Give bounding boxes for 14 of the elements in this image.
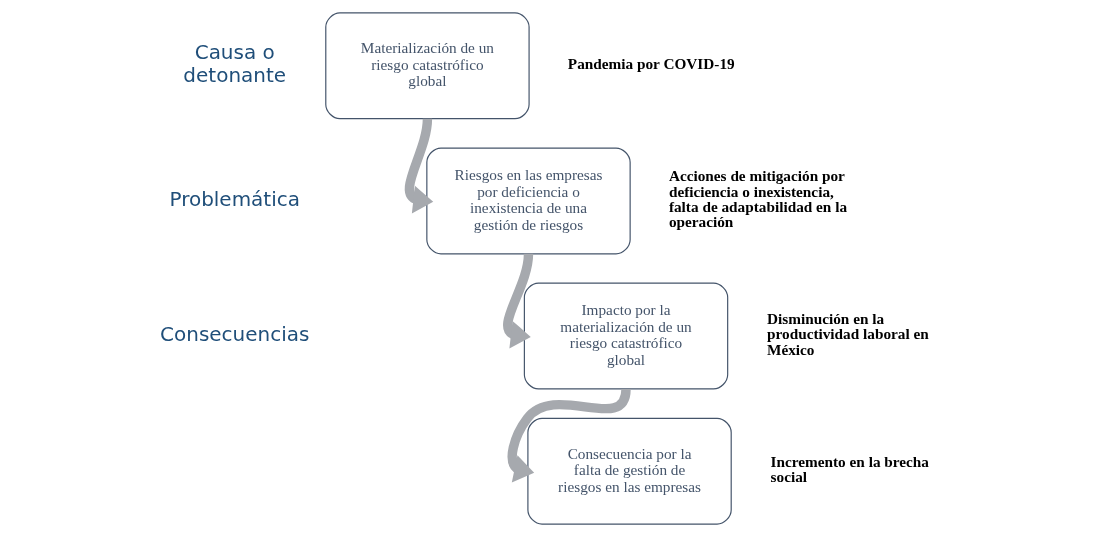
arrow xyxy=(502,253,533,349)
node-label: Incremento en la brecha social xyxy=(770,452,929,486)
node-label: Pandemia por COVID-19 xyxy=(567,54,735,72)
arrow xyxy=(507,388,631,483)
node-label: Disminución en la productividad laboral en México xyxy=(766,310,929,358)
node-box: Riesgos en las empresas por deficiencia o inexistencia de una gestión de riesgos xyxy=(425,147,631,255)
label: Causa o detonante xyxy=(182,40,286,87)
label: Consecuencias xyxy=(159,321,309,346)
node-box: Impacto por la materialización de un riesgo catastrófico global xyxy=(523,282,728,390)
node-label: Acciones de mitigación por deficiencia o inexistencia, falta de adaptabilidad en la operación xyxy=(668,167,847,231)
label: Problemática xyxy=(168,186,300,211)
node-box: Consecuencia por la falta de gestión de riesgos en las empresas xyxy=(526,417,732,525)
node-box: Materialización de un riesgo catastrófico global xyxy=(324,12,530,120)
arrow xyxy=(404,118,433,214)
